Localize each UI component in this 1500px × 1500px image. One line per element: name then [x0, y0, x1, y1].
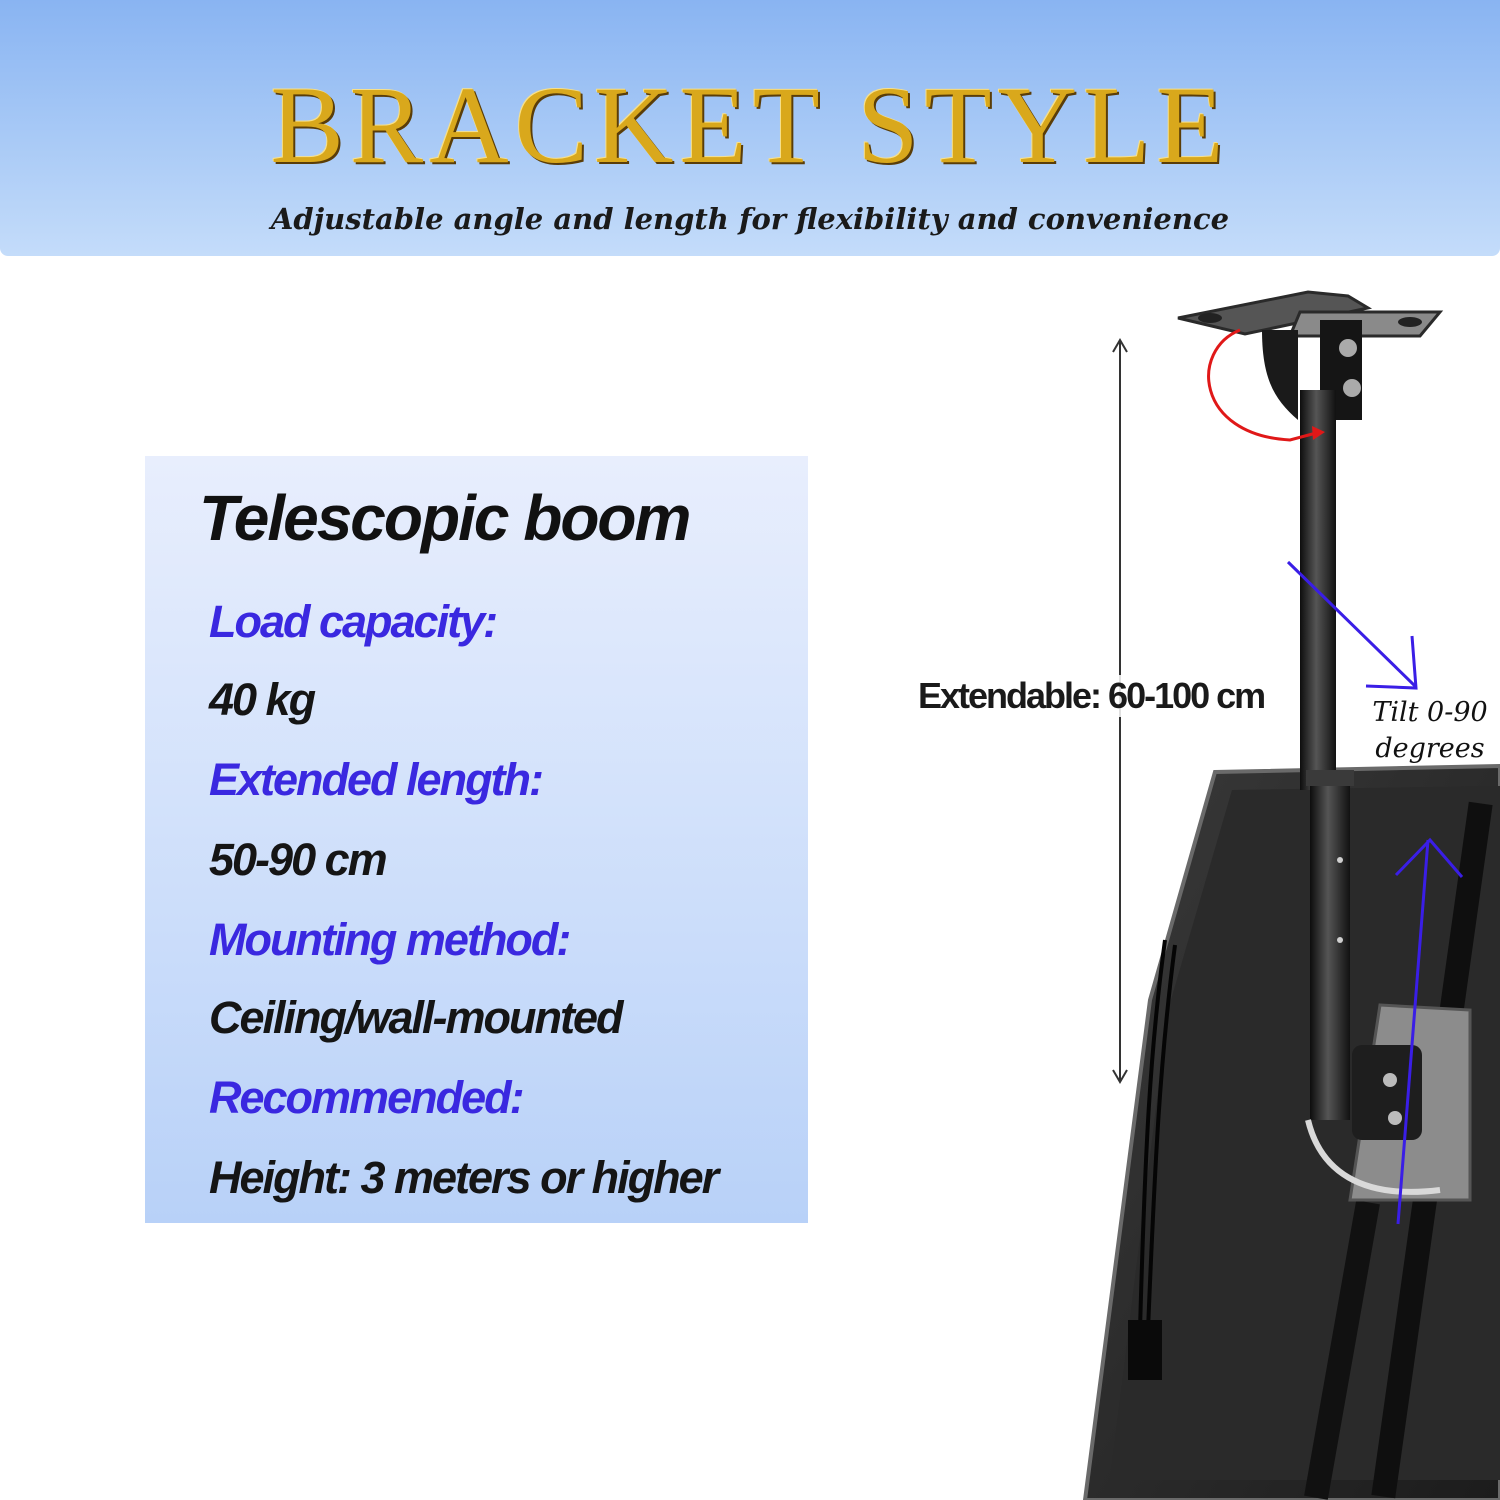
- rotation-arrow-icon: [1207, 328, 1321, 442]
- rotation-arrowhead-icon: [1312, 426, 1325, 440]
- spec-value-mounting: Ceiling/wall-mounted: [209, 992, 624, 1043]
- tv-mount-plate: [1305, 1003, 1472, 1202]
- banner-subtitle: Adjustable angle and length for flexibil…: [270, 202, 1230, 236]
- spec-label-mounting: Mounting method:: [209, 914, 571, 965]
- banner-title: BRACKET STYLE: [270, 64, 1230, 186]
- spec-label-load: Load capacity:: [209, 596, 498, 647]
- spec-value-load: 40 kg: [209, 674, 316, 725]
- spec-label-length: Extended length:: [209, 754, 544, 805]
- spec-value-recommended: Height: 3 meters or higher: [209, 1152, 719, 1203]
- header-banner: BRACKET STYLE Adjustable angle and lengt…: [0, 0, 1500, 256]
- tilt-pivot-bracket: [1262, 320, 1362, 420]
- ceiling-mount-plate: [1177, 290, 1444, 338]
- tilt-range-label: Tilt 0-90 degrees: [1360, 695, 1500, 767]
- tilt-range-line1: Tilt 0-90: [1372, 697, 1488, 728]
- tilt-arrows-icon: [1286, 560, 1464, 1225]
- bracket-diagram: [1082, 290, 1500, 1500]
- spec-label-recommended: Recommended:: [209, 1072, 525, 1123]
- extendable-length-label: Extendable: 60-100 cm: [918, 675, 1266, 717]
- spec-panel: Telescopic boom Load capacity: 40 kg Ext…: [145, 456, 808, 1223]
- spec-heading: Telescopic boom: [199, 482, 691, 554]
- spec-value-length: 50-90 cm: [209, 834, 388, 885]
- tilt-range-line2: degrees: [1375, 733, 1485, 764]
